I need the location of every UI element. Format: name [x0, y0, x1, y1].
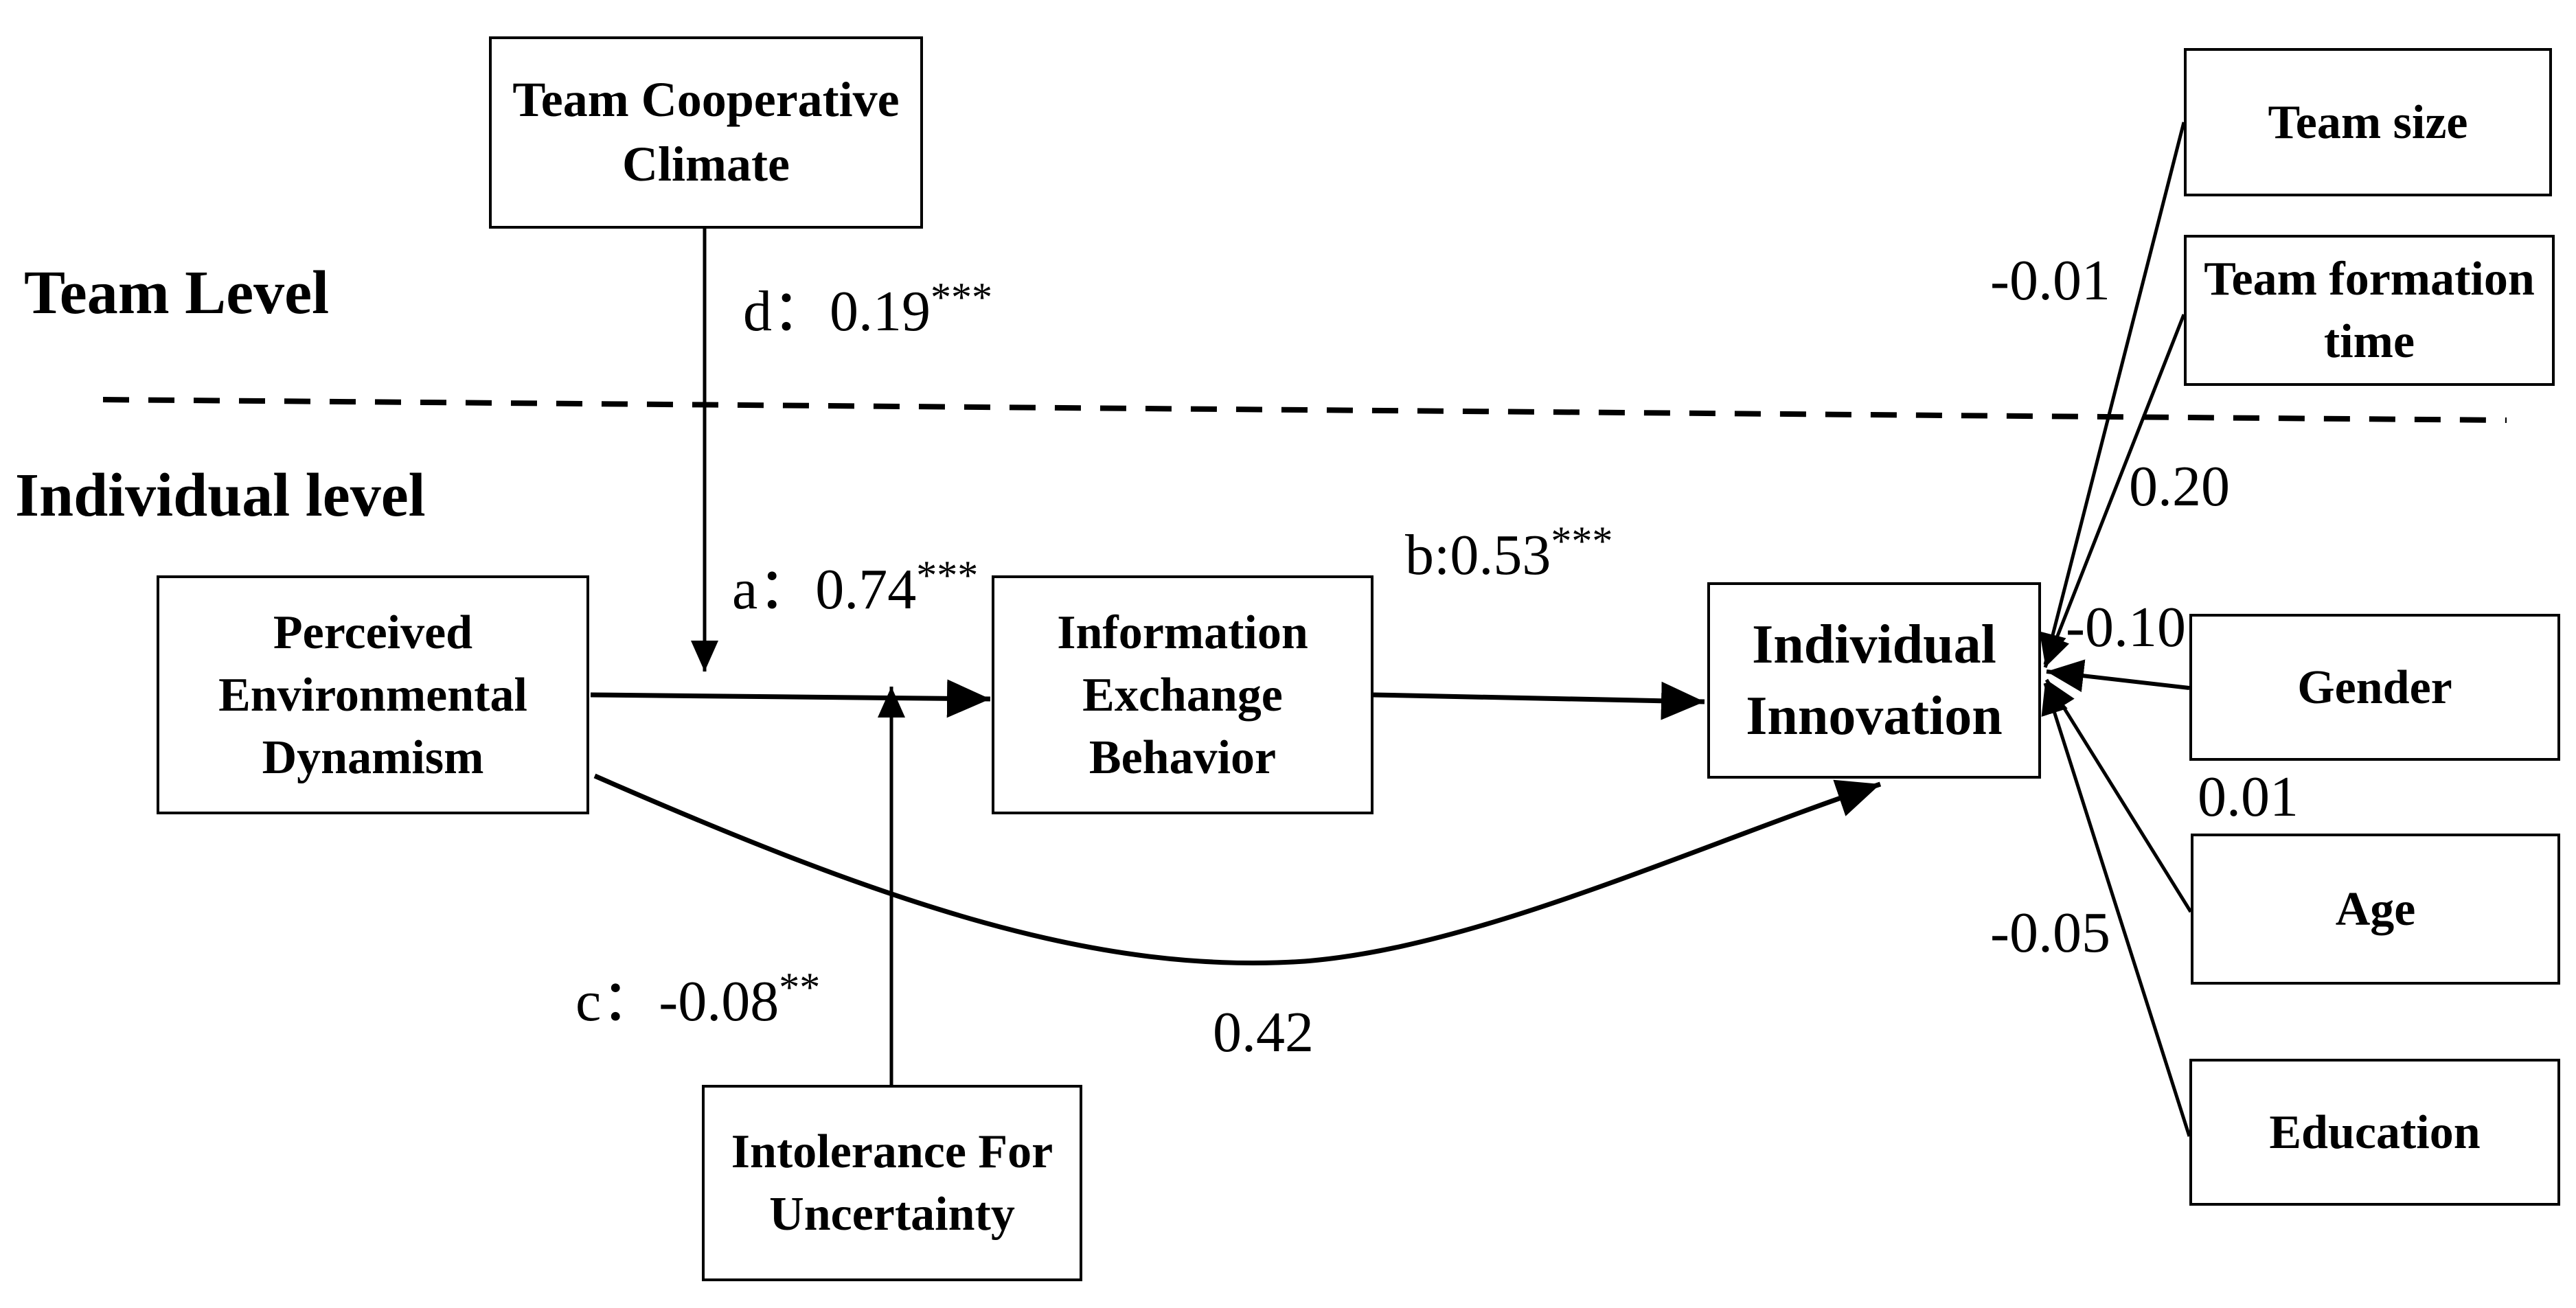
path-label: d： [743, 279, 830, 343]
path-label: b: [1405, 523, 1450, 587]
path-stars: ** [779, 965, 821, 1010]
node-line: Behavior [1088, 731, 1277, 784]
team-formation-coefficient: 0.20 [2129, 455, 2230, 518]
arrow-team-formation [2043, 314, 2186, 668]
age-coefficient: 0.01 [2198, 765, 2299, 829]
path-b-coefficient: b:0.53*** [1405, 520, 1612, 588]
node-line: Dynamism [262, 731, 484, 784]
team-size-coefficient: -0.01 [1990, 249, 2110, 312]
path-a-coefficient: a：0.74*** [732, 542, 978, 626]
node-line: Perceived [273, 606, 473, 659]
arrow-direct [593, 773, 1882, 966]
path-stars: *** [916, 553, 979, 598]
node-line: Team size [2268, 95, 2468, 149]
education-coefficient: -0.05 [1990, 901, 2110, 965]
node-line: Innovation [1746, 686, 2003, 746]
node-line: Exchange [1082, 668, 1283, 722]
arrow-b [1373, 681, 1705, 720]
node-line: Team formation [2204, 253, 2535, 306]
node-line: Information [1057, 606, 1308, 659]
arrow-age [2044, 678, 2193, 913]
level-divider [102, 397, 2507, 423]
path-label: a： [732, 558, 816, 621]
path-c-coefficient: c：-0.08** [575, 954, 820, 1037]
node-line: Individual [1752, 615, 1996, 675]
node-perceived-environmental-dynamism: Perceived Environmental Dynamism [157, 575, 589, 814]
path-d-coefficient: d：0.19*** [743, 264, 992, 347]
node-intolerance-for-uncertainty: Intolerance For Uncertainty [702, 1085, 1082, 1281]
node-line: Gender [2297, 661, 2452, 714]
direct-effect-coefficient: 0.42 [1213, 1000, 1314, 1064]
path-stars: *** [1551, 518, 1613, 564]
path-label: c： [575, 969, 659, 1033]
node-team-cooperative-climate: Team Cooperative Climate [489, 36, 923, 229]
path-value: 0.74 [815, 558, 917, 621]
node-age: Age [2191, 834, 2560, 985]
node-line: Team Cooperative [512, 72, 900, 128]
arrow-a [590, 679, 991, 718]
node-line: Environmental [218, 668, 527, 722]
node-gender: Gender [2189, 614, 2560, 761]
node-line: Intolerance For [731, 1125, 1053, 1178]
node-line: time [2323, 315, 2415, 368]
node-team-size: Team size [2184, 48, 2552, 196]
node-individual-innovation: Individual Innovation [1707, 582, 2041, 779]
team-level-label: Team Level [24, 259, 330, 327]
node-information-exchange-behavior: Information Exchange Behavior [992, 575, 1374, 814]
node-team-formation-time: Team formation time [2184, 235, 2555, 386]
node-education: Education [2189, 1059, 2560, 1206]
gender-coefficient: -0.10 [2066, 595, 2186, 659]
node-line: Uncertainty [769, 1188, 1015, 1241]
path-value: -0.08 [659, 969, 779, 1033]
path-value: 0.19 [830, 279, 931, 343]
arrow-gender [2046, 659, 2190, 693]
path-stars: *** [931, 275, 993, 320]
node-line: Age [2335, 882, 2416, 936]
individual-level-label: Individual level [15, 461, 426, 529]
path-value: 0.53 [1450, 523, 1551, 587]
arrow-education [2041, 682, 2191, 1137]
arrow-team-size [2039, 122, 2186, 665]
node-line: Education [2269, 1105, 2481, 1159]
node-line: Climate [622, 137, 790, 192]
